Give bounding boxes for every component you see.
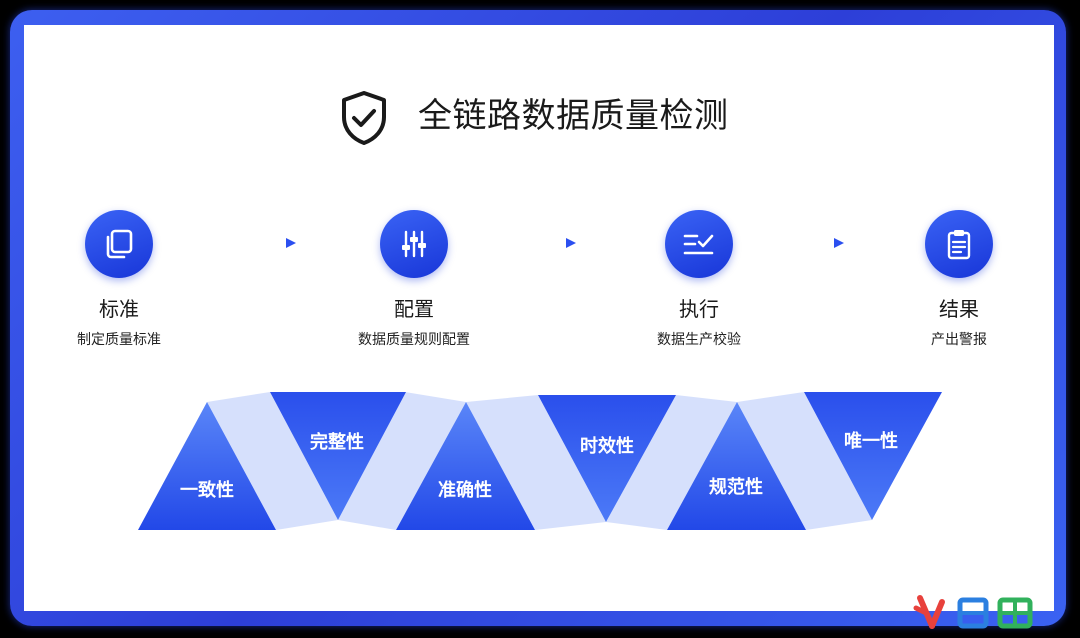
triangle-accuracy (396, 402, 535, 530)
title-row: 全链路数据质量检测 (0, 88, 1080, 148)
step-result-label: 结果 (939, 297, 979, 321)
triangle-timeliness (538, 395, 676, 522)
dimension-label-timeliness: 时效性 (580, 436, 634, 457)
connecting-bands (207, 392, 872, 530)
checklist-icon (683, 234, 714, 255)
triangle-uniqueness (804, 392, 942, 520)
copy-icon (106, 229, 133, 259)
step-standard-label: 标准 (99, 297, 139, 321)
dimension-label-conformity: 规范性 (709, 477, 763, 498)
step-result-circle (925, 210, 993, 278)
triangle-conformity (667, 402, 806, 530)
step-config-label: 配置 (394, 297, 434, 321)
step-execute-desc: 数据生产校验 (657, 332, 741, 348)
step-standard-circle (85, 210, 153, 278)
step-result-desc: 产出警报 (931, 332, 987, 348)
triangle-completeness (270, 392, 406, 520)
step-config-circle (380, 210, 448, 278)
dimension-label-completeness: 完整性 (310, 432, 364, 453)
clipboard-icon (947, 230, 971, 260)
dimension-label-uniqueness: 唯一性 (844, 431, 898, 452)
dimension-label-accuracy: 准确性 (438, 480, 492, 501)
watermark-logo (913, 595, 1033, 629)
sliders-icon (402, 230, 426, 258)
step-execute-circle (665, 210, 733, 278)
shield-check-icon (342, 91, 386, 145)
dimension-label-consistency: 一致性 (180, 480, 234, 501)
step-config-desc: 数据质量规则配置 (358, 332, 470, 348)
triangle-consistency (138, 402, 276, 530)
step-execute-label: 执行 (679, 297, 719, 321)
step-standard-desc: 制定质量标准 (77, 332, 161, 348)
page-title: 全链路数据质量检测 (418, 96, 729, 136)
